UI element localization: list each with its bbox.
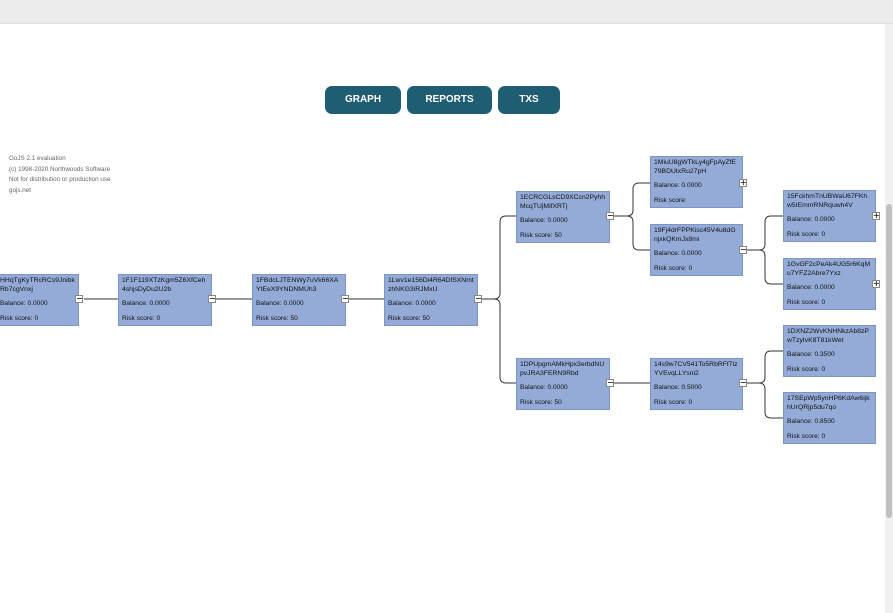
node-balance: Balance: 0.0000 (122, 300, 170, 307)
node-risk-score: Risk score: 50 (520, 399, 562, 406)
node-risk-score: Risk score: 0 (654, 399, 693, 406)
reports-button[interactable]: REPORTS (407, 86, 492, 114)
link-n8-n11 (747, 350, 783, 384)
wallet-node-n10[interactable]: 1GvGF2cPeAk4UG5r6KqMu7YFZ2Abre7Yxz Balan… (783, 258, 876, 310)
wallet-node-n11[interactable]: 1DXNZ2WvKNHNkzAb8zPwTzytvK8T81kWet Balan… (783, 325, 876, 377)
wallet-node-n12[interactable]: 17SEpWp5ynHP6KdAw6ijkhUrQRjp5du7qo Balan… (783, 392, 876, 444)
node-risk-score: Risk score: 50 (520, 232, 562, 239)
collapse-icon[interactable]: − (341, 294, 349, 303)
collapse-icon[interactable]: − (739, 245, 747, 254)
gojs-evaluation-notice: GoJS 2.1 evaluation (c) 1998-2020 Northw… (9, 154, 111, 196)
node-risk-score: Risk score: 0 (787, 366, 826, 373)
wallet-node-n7[interactable]: 19Fj4drFPPKisc45V4u8dGnjxkQKmJx8mi Balan… (650, 224, 743, 276)
gojs-note-line: Not for distribution or production use (9, 176, 111, 183)
node-address: 15FckhmTnUBWaU67FKhw5tEmmRNRquwh4V (787, 193, 868, 209)
node-balance: Balance: 0.0000 (520, 384, 568, 391)
expand-icon[interactable]: + (872, 211, 880, 220)
node-balance: Balance: 0.0000 (520, 217, 568, 224)
node-risk-score: Risk score: (654, 197, 687, 204)
link-n7-n9 (747, 215, 783, 251)
collapse-icon[interactable]: − (739, 378, 747, 387)
browser-top-bar (0, 0, 893, 24)
node-address: 1MiuU8gWTkLy4gFpAyZfE79BDUtxRu27pH (654, 159, 736, 175)
link-n4-n7 (614, 215, 650, 251)
node-address: 1Lwv1e156Di4R64DfSXNmtzhNKG3iRJMxU (388, 277, 474, 293)
link-n4-n6 (614, 182, 650, 217)
node-address: 19Fj4drFPPKisc45V4u8dGnjxkQKmJx8mi (654, 227, 736, 243)
wallet-node-n9[interactable]: 15FckhmTnUBWaU67FKhw5tEmmRNRquwh4V Balan… (783, 190, 876, 242)
node-balance: Balance: 0.0000 (256, 300, 304, 307)
node-risk-score: Risk score: 0 (654, 265, 693, 272)
wallet-node-n1[interactable]: 1F1F119XTzKgm5Z6XfCeh4shjsDyDu2U2b Balan… (118, 274, 212, 326)
node-balance: Balance: 0.0000 (787, 216, 835, 223)
expand-icon[interactable]: + (739, 178, 747, 187)
node-risk-score: Risk score: 50 (388, 315, 430, 322)
node-risk-score: Risk score: 0 (787, 299, 826, 306)
node-address: 1DXNZ2WvKNHNkzAb8zPwTzytvK8T81kWet (787, 328, 869, 344)
node-balance: Balance: 0.0000 (0, 300, 48, 307)
node-address: 1ECRCGLsCD9XCcn2PyhhMcqTUjMifXRTj (520, 194, 605, 210)
node-address: 17SEpWp5ynHP6KdAw6ijkhUrQRjp5du7qo (787, 395, 870, 411)
collapse-icon[interactable]: − (75, 294, 83, 303)
gojs-note-line: GoJS 2.1 evaluation (9, 155, 66, 162)
node-risk-score: Risk score: 0 (787, 231, 826, 238)
node-address: HHqTgKyTRcRCs9JnibkRb7cgVnxj (0, 277, 75, 293)
wallet-node-n3[interactable]: 1Lwv1e156Di4R64DfSXNmtzhNKG3iRJMxU Balan… (384, 274, 478, 326)
wallet-node-n8[interactable]: 14s9w7CV541To5RbRFf7izYVEvqLLYsni2 Balan… (650, 358, 743, 410)
link-n3-n4 (482, 215, 516, 300)
node-balance: Balance: 0.0000 (787, 284, 835, 291)
node-balance: Balance: 0.5000 (654, 384, 702, 391)
collapse-icon[interactable]: − (208, 294, 216, 303)
node-risk-score: Risk score: 0 (122, 315, 161, 322)
expand-icon[interactable]: + (872, 279, 880, 288)
link-n7-n10 (747, 249, 783, 285)
gojs-note-line: (c) 1998-2020 Northwoods Software (9, 165, 111, 173)
gojs-note-line: gojs.net (9, 186, 32, 194)
node-address: 14s9w7CV541To5RbRFf7izYVEvqLLYsni2 (654, 361, 738, 377)
node-risk-score: Risk score: 0 (787, 433, 826, 440)
node-address: 1DPUpgmAMkHpx3erbdNUpvJRA3FERN9Rbd (520, 361, 605, 377)
scrollbar-thumb[interactable] (886, 204, 892, 518)
txs-button[interactable]: TXS (498, 86, 560, 114)
link-n8-n12 (747, 382, 783, 419)
collapse-icon[interactable]: − (606, 211, 614, 220)
link-n3-n5 (482, 298, 516, 384)
vertical-scrollbar[interactable] (885, 24, 893, 613)
wallet-node-n4[interactable]: 1ECRCGLsCD9XCcn2PyhhMcqTUjMifXRTj Balanc… (516, 191, 610, 243)
wallet-node-n6[interactable]: 1MiuU8gWTkLy4gFpAyZfE79BDUtxRu27pH Balan… (650, 156, 743, 208)
collapse-icon[interactable]: − (474, 294, 482, 303)
node-balance: Balance: 0.0000 (388, 300, 436, 307)
node-address: 1FBdcLJTENWy7uVk66XAYtEeX9YNDNMUh3 (256, 277, 339, 293)
node-address: 1GvGF2cPeAk4UG5r6KqMu7YFZ2Abre7Yxz (787, 261, 871, 277)
node-balance: Balance: 0.0000 (654, 182, 702, 189)
node-balance: Balance: 0.3500 (787, 351, 835, 358)
node-balance: Balance: 0.8500 (787, 418, 835, 425)
node-address: 1F1F119XTzKgm5Z6XfCeh4shjsDyDu2U2b (122, 277, 206, 293)
wallet-node-n0[interactable]: HHqTgKyTRcRCs9JnibkRb7cgVnxj Balance: 0.… (0, 274, 79, 326)
node-balance: Balance: 0.0000 (654, 250, 702, 257)
wallet-node-n2[interactable]: 1FBdcLJTENWy7uVk66XAYtEeX9YNDNMUh3 Balan… (252, 274, 346, 326)
graph-button[interactable]: GRAPH (325, 86, 401, 114)
wallet-node-n5[interactable]: 1DPUpgmAMkHpx3erbdNUpvJRA3FERN9Rbd Balan… (516, 358, 610, 410)
node-risk-score: Risk score: 0 (0, 315, 39, 322)
node-risk-score: Risk score: 50 (256, 315, 298, 322)
collapse-icon[interactable]: − (606, 378, 614, 387)
